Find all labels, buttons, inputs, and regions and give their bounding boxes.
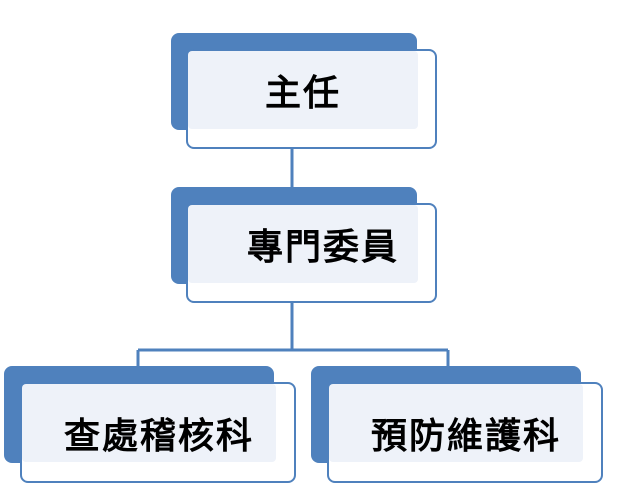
node-preventive-maintenance-section: 預防維護科: [311, 366, 603, 483]
node-preventive-maintenance-label: 預防維護科: [370, 416, 561, 457]
node-director: 主任: [171, 33, 437, 149]
node-inspection-audit-section: 查處稽核科: [4, 366, 296, 483]
node-inspection-audit-label: 查處稽核科: [63, 416, 254, 457]
node-senior-specialist-label: 專門委員: [246, 227, 399, 268]
node-senior-specialist: 專門委員: [171, 187, 437, 303]
node-director-label: 主任: [264, 73, 341, 114]
